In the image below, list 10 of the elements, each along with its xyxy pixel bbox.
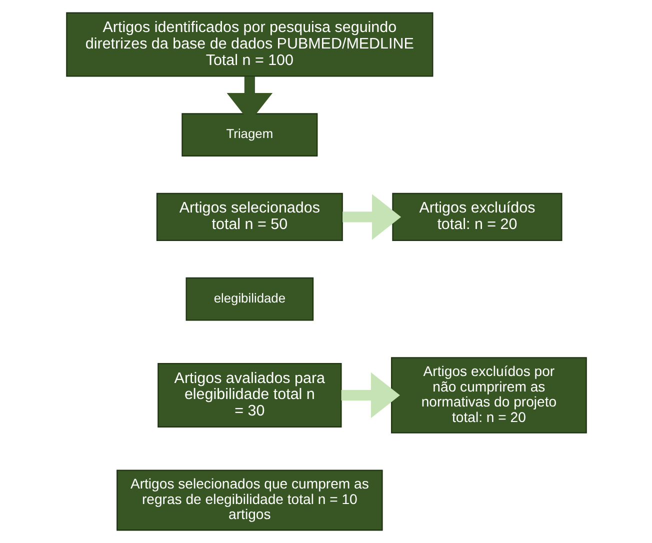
node-box: Artigos excluídos por não cumprirem as normativas do projeto total: n = 20	[390, 357, 586, 434]
arrow	[342, 194, 401, 240]
node-box: Artigos excluídos total: n = 20	[392, 192, 562, 241]
node-box: Artigos avaliados para elegibilidade total n = 30	[157, 362, 342, 428]
node-box: Artigos identificados por pesquisa seguindo diretrizes da base de dados PUBMED/MEDLINE Total n = 100	[66, 12, 433, 77]
node-box: elegibilidade	[185, 277, 314, 321]
node-box: Artigos selecionados total n = 50	[156, 192, 342, 241]
node-box: Artigos selecionados que cumprem as regras de elegibilidade total n = 10 artigos	[116, 470, 382, 531]
node-box: Triagem	[181, 113, 318, 157]
arrow	[340, 372, 400, 418]
